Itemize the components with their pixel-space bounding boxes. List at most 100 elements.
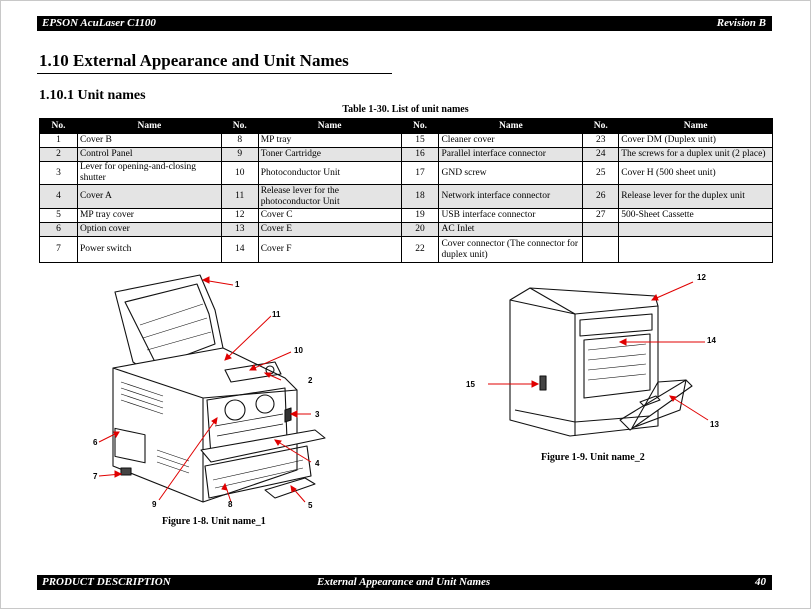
table-row: 4 Cover A 11 Release lever for the photo… <box>39 184 773 209</box>
table-cell: 22 <box>400 236 440 263</box>
callout-12: 12 <box>697 273 706 282</box>
callout-11: 11 <box>272 310 281 319</box>
table-cell: 15 <box>400 133 440 148</box>
section-title: 1.10 External Appearance and Unit Names <box>39 51 349 70</box>
header-cell: Name <box>257 118 402 134</box>
header-revision: Revision B <box>716 17 766 29</box>
table-cell: USB interface connector <box>438 208 584 223</box>
table-cell: 6 <box>39 222 78 237</box>
table-cell: 5 <box>39 208 78 223</box>
callout-1: 1 <box>235 280 240 289</box>
callout-13: 13 <box>710 420 719 429</box>
table-caption: Table 1-30. List of unit names <box>342 104 469 115</box>
callout-10: 10 <box>294 346 303 355</box>
table-cell: 19 <box>400 208 440 223</box>
table-cell: 17 <box>400 161 440 185</box>
subsection-title: 1.10.1 Unit names <box>39 88 146 103</box>
callout-5: 5 <box>308 501 313 510</box>
table-row: 1 Cover B 8 MP tray 15 Cleaner cover 23 … <box>39 133 773 148</box>
table-cell: Control Panel <box>76 147 222 162</box>
table-cell: Release lever for the photoconductor Uni… <box>257 184 402 209</box>
table-row: 7 Power switch 14 Cover F 22 Cover conne… <box>39 236 773 263</box>
table-cell: 9 <box>220 147 259 162</box>
table-header-row: No. Name No. Name No. Name No. Name <box>39 118 773 134</box>
table-cell: 1 <box>39 133 78 148</box>
table-cell <box>618 222 773 237</box>
callout-3: 3 <box>315 410 320 419</box>
table-cell: Cleaner cover <box>438 133 584 148</box>
table-cell <box>582 222 620 237</box>
header-cell: No. <box>220 118 259 134</box>
section-title-rule <box>37 73 392 74</box>
table-cell: Cover E <box>257 222 402 237</box>
table-cell: 24 <box>582 147 620 162</box>
callout-4: 4 <box>315 459 320 468</box>
table-cell: 16 <box>400 147 440 162</box>
table-cell: The screws for a duplex unit (2 place) <box>618 147 773 162</box>
table-cell: 500-Sheet Cassette <box>618 208 773 223</box>
callout-6: 6 <box>93 438 98 447</box>
table-cell: 25 <box>582 161 620 185</box>
callout-2: 2 <box>308 376 313 385</box>
table-cell: Power switch <box>76 236 222 263</box>
table-cell: 12 <box>220 208 259 223</box>
table-cell: 13 <box>220 222 259 237</box>
table-cell: 11 <box>220 184 259 209</box>
callout-7: 7 <box>93 472 98 481</box>
table-row: 5 MP tray cover 12 Cover C 19 USB interf… <box>39 208 773 223</box>
table-cell: Photoconductor Unit <box>257 161 402 185</box>
table-cell: 7 <box>39 236 78 263</box>
table-cell: Cover B <box>76 133 222 148</box>
header-cell: No. <box>582 118 620 134</box>
callout-15: 15 <box>466 380 475 389</box>
figure-2-caption: Figure 1-9. Unit name_2 <box>541 452 645 463</box>
table-row: 6 Option cover 13 Cover E 20 AC Inlet <box>39 222 773 237</box>
table-cell: 8 <box>220 133 259 148</box>
table-cell: 14 <box>220 236 259 263</box>
table-cell: GND screw <box>438 161 584 185</box>
table-cell: 26 <box>582 184 620 209</box>
table-cell: MP tray cover <box>76 208 222 223</box>
running-header: EPSON AcuLaser C1100 Revision B <box>37 16 772 31</box>
printer-front-illustration <box>98 274 326 503</box>
header-cell: No. <box>400 118 440 134</box>
header-cell: Name <box>618 118 773 134</box>
table-cell <box>618 236 773 263</box>
running-footer: PRODUCT DESCRIPTION External Appearance … <box>37 575 772 590</box>
table-cell: 18 <box>400 184 440 209</box>
table-cell: Network interface connector <box>438 184 584 209</box>
table-cell: Cover H (500 sheet unit) <box>618 161 773 185</box>
header-title: EPSON AcuLaser C1100 <box>42 17 156 29</box>
table-cell: Cover C <box>257 208 402 223</box>
table-cell: AC Inlet <box>438 222 584 237</box>
table-cell: Cover F <box>257 236 402 263</box>
table-cell: Cover A <box>76 184 222 209</box>
table-row: 3 Lever for opening-and-closing shutter … <box>39 161 773 185</box>
table-cell: Cover connector (The connector for duple… <box>438 236 584 263</box>
table-cell: Cover DM (Duplex unit) <box>618 133 773 148</box>
table-cell: 27 <box>582 208 620 223</box>
table-row: 2 Control Panel 9 Toner Cartridge 16 Par… <box>39 147 773 162</box>
table-cell: 10 <box>220 161 259 185</box>
table-cell: Parallel interface connector <box>438 147 584 162</box>
callout-8: 8 <box>228 500 233 509</box>
printer-rear-illustration <box>488 281 709 437</box>
footer-section: External Appearance and Unit Names <box>317 576 491 588</box>
table-cell: 23 <box>582 133 620 148</box>
figure-1-caption: Figure 1-8. Unit name_1 <box>162 516 266 527</box>
unit-names-table: No. Name No. Name No. Name No. Name 1 Co… <box>39 118 773 263</box>
table-cell: Toner Cartridge <box>257 147 402 162</box>
table-cell: Lever for opening-and-closing shutter <box>76 161 222 185</box>
header-cell: Name <box>438 118 584 134</box>
page-number: 40 <box>755 576 766 588</box>
table-cell: 20 <box>400 222 440 237</box>
table-cell: MP tray <box>257 133 402 148</box>
table-cell: 4 <box>39 184 78 209</box>
table-cell: 3 <box>39 161 78 185</box>
table-cell: Option cover <box>76 222 222 237</box>
table-cell: 2 <box>39 147 78 162</box>
table-cell: Release lever for the duplex unit <box>618 184 773 209</box>
footer-chapter: PRODUCT DESCRIPTION <box>42 576 171 588</box>
callout-14: 14 <box>707 336 716 345</box>
header-cell: No. <box>39 118 78 134</box>
